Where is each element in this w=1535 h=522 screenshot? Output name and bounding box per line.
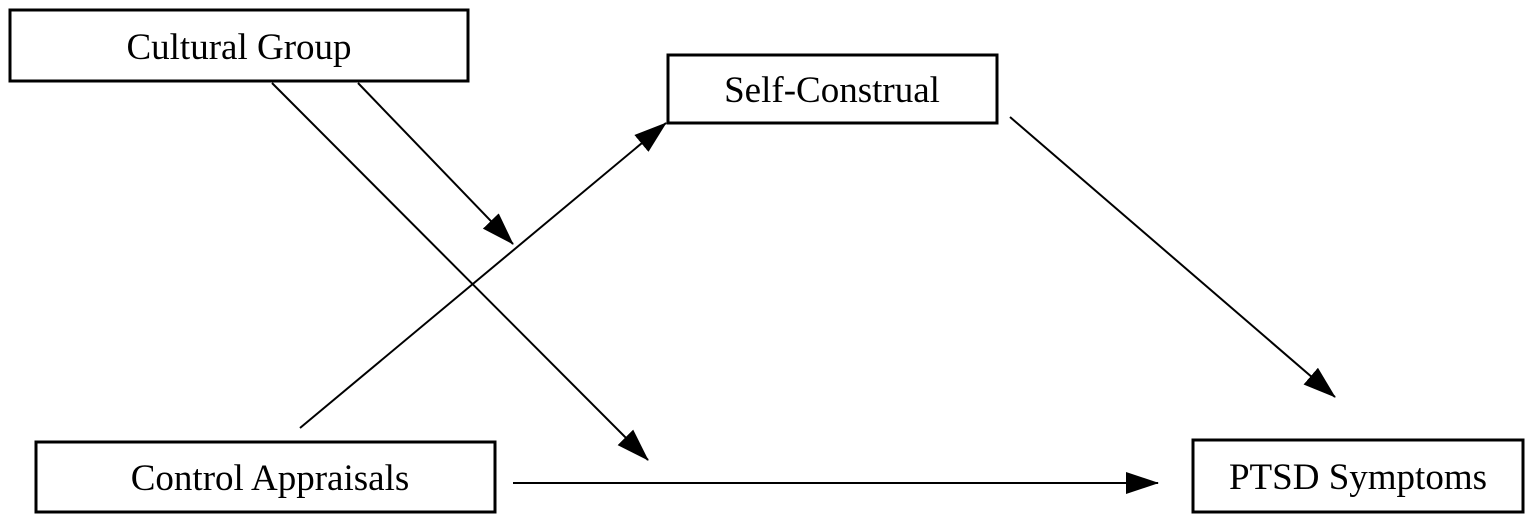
arrow-self-construal-to-ptsd-symptoms: [1009, 116, 1336, 398]
ptsd-symptoms-box: [1191, 438, 1525, 514]
node-ptsd-symptoms: PTSD Symptoms: [1191, 438, 1525, 514]
cultural-group-box: [8, 8, 470, 83]
self-construal-label: Self-Construal: [724, 70, 940, 111]
arrow-cultural-group-to-ptsd-path: [271, 82, 649, 461]
cultural-group-label: Cultural Group: [126, 27, 351, 68]
node-self-construal: Self-Construal: [666, 53, 999, 125]
self-construal-box: [666, 53, 999, 125]
control-appraisals-box: [34, 440, 497, 514]
arrow-cultural-group-to-self-construal-path: [357, 82, 514, 245]
ptsd-symptoms-label: PTSD Symptoms: [1229, 457, 1487, 498]
node-cultural-group: Cultural Group: [8, 8, 470, 83]
node-control-appraisals: Control Appraisals: [34, 440, 497, 514]
control-appraisals-label: Control Appraisals: [131, 458, 410, 499]
arrow-control-appraisals-to-self-construal: [299, 122, 667, 429]
